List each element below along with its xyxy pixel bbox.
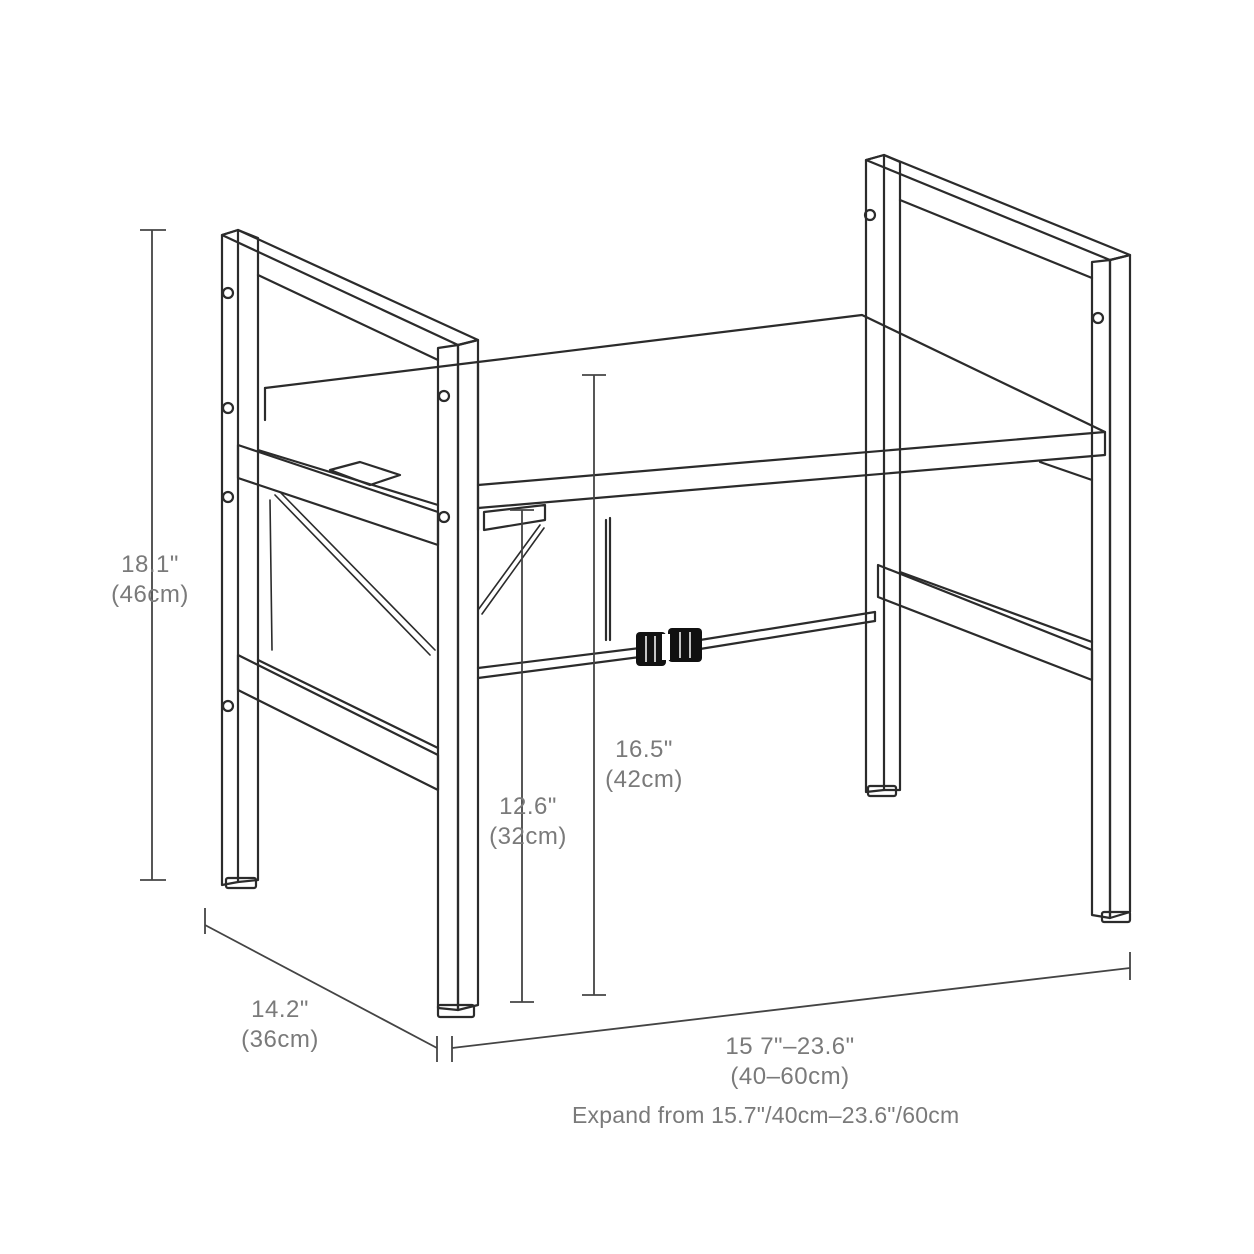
inner-upper-label: 16.5" (42cm) [594, 735, 694, 795]
depth-imperial: 14.2" [251, 996, 309, 1023]
height-metric: (46cm) [111, 581, 189, 608]
expansion-rod [476, 610, 877, 680]
depth-label: 14.2" (36cm) [230, 995, 330, 1055]
height-dimension-line [140, 229, 166, 881]
width-dimension-line [451, 952, 1131, 1062]
inner-lower-imperial: 12.6" [499, 793, 557, 820]
expand-note: Expand from 15.7"/40cm–23.6"/60cm [572, 1102, 960, 1128]
inner-lower-metric: (32cm) [489, 823, 567, 850]
width-imperial: 15 7"–23.6" [725, 1033, 855, 1060]
inner-upper-dimension-line [582, 374, 606, 996]
inner-lower-dimension-line [510, 509, 534, 1003]
width-label: 15 7"–23.6" (40–60cm) [700, 1032, 880, 1092]
depth-metric: (36cm) [241, 1026, 319, 1053]
height-imperial: 18.1" [121, 551, 179, 578]
depth-dimension-line [204, 908, 438, 1062]
width-metric: (40–60cm) [730, 1063, 850, 1090]
inner-upper-metric: (42cm) [605, 766, 683, 793]
top-shelf [263, 313, 1107, 642]
inner-lower-label: 12.6" (32cm) [478, 792, 578, 852]
left-side-frame [220, 228, 480, 1019]
height-label: 18.1" (46cm) [100, 550, 200, 610]
cross-brace [269, 491, 545, 656]
right-side-frame [863, 153, 1132, 924]
inner-upper-imperial: 16.5" [615, 736, 673, 763]
adjust-knob-icon [636, 628, 702, 666]
